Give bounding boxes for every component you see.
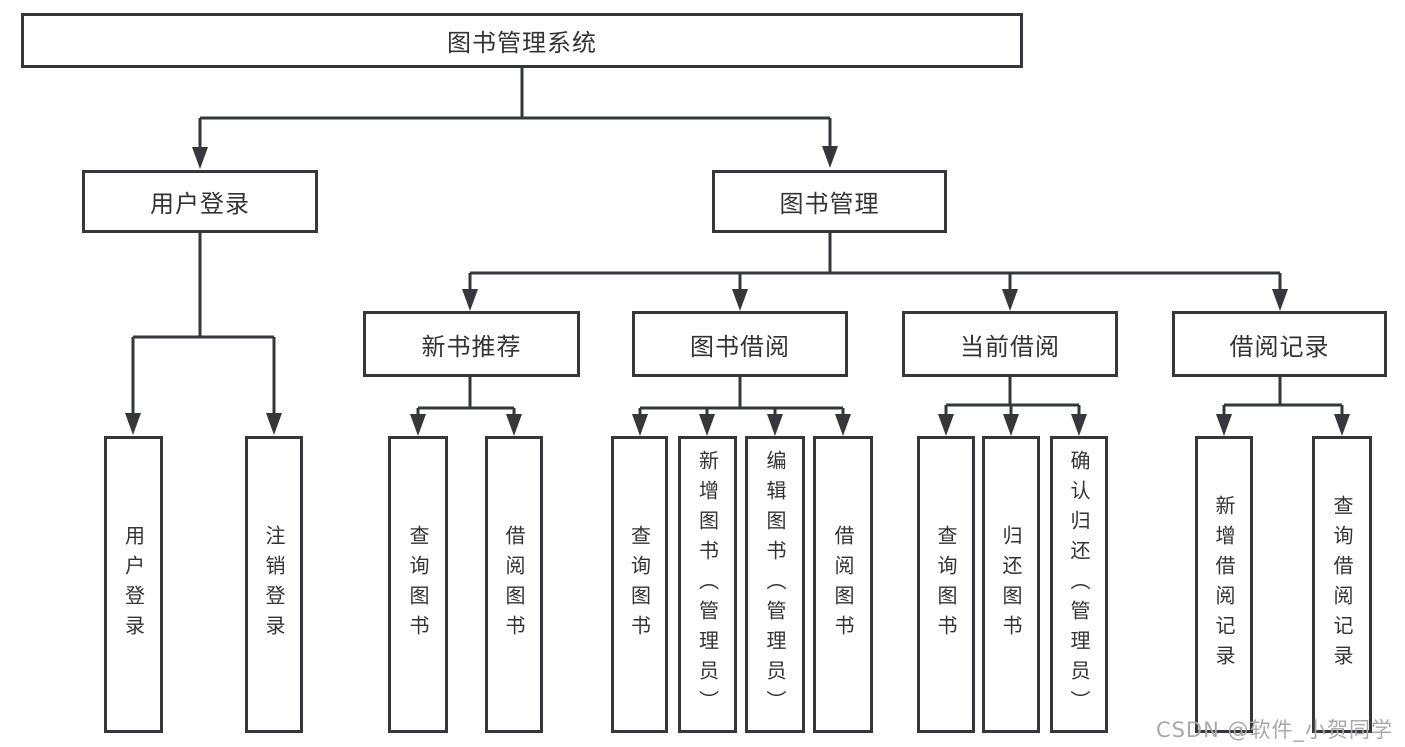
leaf-logout-label: 注销登录 <box>262 524 286 645</box>
leaf-confirm-return-admin-label: 确认归还（管理员） <box>1067 449 1091 720</box>
leaf-add-book-admin: 新增图书（管理员） <box>678 436 737 733</box>
node-user-login: 用户登录 <box>82 170 318 233</box>
leaf-user-login-label: 用户登录 <box>121 524 146 645</box>
node-current-borrow-label: 当前借阅 <box>960 332 1060 361</box>
leaf-borrow-book-recommend: 借阅图书 <box>485 436 543 733</box>
watermark: CSDN @软件_小贺同学 <box>1155 718 1393 742</box>
leaf-query-book-current: 查询图书 <box>917 436 975 733</box>
arrowhead-icons <box>125 146 1350 436</box>
leaf-query-book-recommend-label: 查询图书 <box>406 524 430 645</box>
leaf-confirm-return-admin: 确认归还（管理员） <box>1050 436 1108 733</box>
leaf-user-login: 用户登录 <box>104 436 163 733</box>
leaf-add-book-admin-label: 新增图书（管理员） <box>695 449 720 720</box>
leaf-query-book-borrow: 查询图书 <box>611 436 668 733</box>
node-book-management: 图书管理 <box>712 170 947 233</box>
node-book-borrow-label: 图书借阅 <box>690 332 790 361</box>
leaf-add-borrow-record-label: 新增借阅记录 <box>1212 494 1236 675</box>
leaf-query-book-current-label: 查询图书 <box>934 524 958 645</box>
node-user-login-label: 用户登录 <box>150 190 250 218</box>
leaf-query-book-recommend: 查询图书 <box>388 436 448 733</box>
leaf-return-book: 归还图书 <box>982 436 1040 733</box>
leaf-query-borrow-record: 查询借阅记录 <box>1312 436 1372 733</box>
node-root-label: 图书管理系统 <box>447 29 597 57</box>
leaf-borrow-book-label: 借阅图书 <box>831 524 855 645</box>
node-borrow-record: 借阅记录 <box>1172 311 1387 377</box>
node-root-system: 图书管理系统 <box>21 13 1023 68</box>
leaf-borrow-book-recommend-label: 借阅图书 <box>502 524 526 645</box>
leaf-logout: 注销登录 <box>245 436 303 733</box>
leaf-query-book-borrow-label: 查询图书 <box>627 524 652 645</box>
leaf-edit-book-admin: 编辑图书（管理员） <box>745 436 805 733</box>
node-new-book-recommend: 新书推荐 <box>363 311 580 377</box>
leaf-return-book-label: 归还图书 <box>999 524 1023 645</box>
node-current-borrow: 当前借阅 <box>902 311 1118 377</box>
node-borrow-record-label: 借阅记录 <box>1229 332 1330 361</box>
leaf-borrow-book: 借阅图书 <box>813 436 873 733</box>
leaf-query-borrow-record-label: 查询借阅记录 <box>1330 494 1354 675</box>
leaf-add-borrow-record: 新增借阅记录 <box>1195 436 1253 733</box>
node-book-management-label: 图书管理 <box>779 190 880 218</box>
leaf-edit-book-admin-label: 编辑图书（管理员） <box>763 449 787 720</box>
node-new-book-recommend-label: 新书推荐 <box>421 332 522 361</box>
node-book-borrow: 图书借阅 <box>632 311 848 377</box>
